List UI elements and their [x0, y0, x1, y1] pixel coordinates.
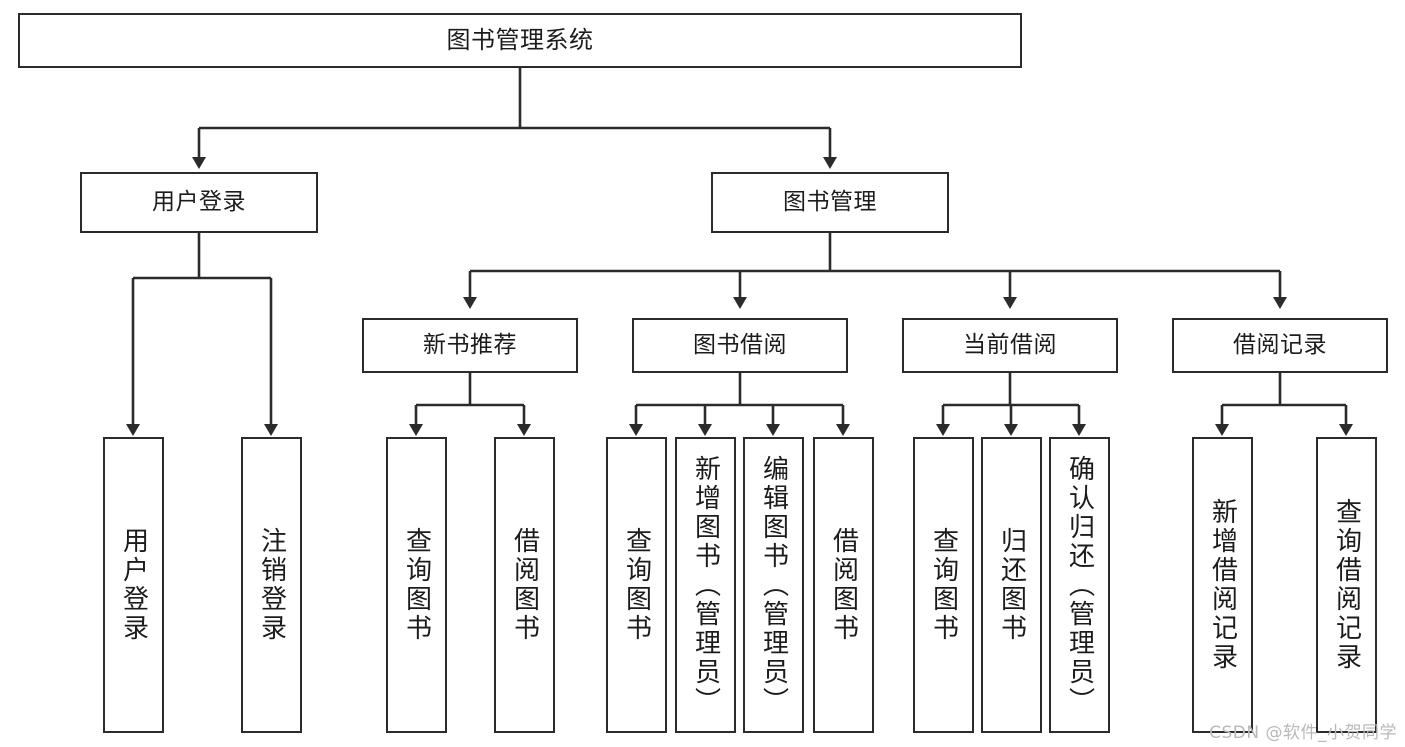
node-user-login[interactable]: 用户登录: [80, 172, 318, 233]
leaf-borrow-borrow-book[interactable]: 借阅图书: [813, 437, 874, 733]
node-label: 借阅记录: [1233, 331, 1327, 358]
leaf-borrow-add-book-admin[interactable]: 新增图书（管理员）: [675, 437, 736, 733]
leaf-user-login[interactable]: 用户登录: [103, 437, 164, 733]
node-label: 当前借阅: [963, 331, 1057, 358]
node-label: 用户登录: [118, 527, 149, 643]
node-label: 新书推荐: [423, 331, 517, 358]
node-label: 查询图书: [928, 527, 959, 643]
node-book-management[interactable]: 图书管理: [711, 172, 949, 233]
leaf-current-query-book[interactable]: 查询图书: [913, 437, 974, 733]
leaf-current-return-book[interactable]: 归还图书: [981, 437, 1042, 733]
node-label: 图书管理系统: [446, 26, 594, 55]
leaf-new-book-query[interactable]: 查询图书: [386, 437, 447, 733]
node-label: 借阅图书: [828, 527, 859, 643]
node-label: 新增图书（管理员）: [690, 454, 721, 716]
leaf-borrow-edit-book-admin[interactable]: 编辑图书（管理员）: [743, 437, 804, 733]
csdn-watermark: CSDN @软件_小贺同学: [1209, 723, 1397, 743]
node-label: 查询图书: [401, 527, 432, 643]
node-label: 查询图书: [621, 527, 652, 643]
leaf-current-confirm-return-admin[interactable]: 确认归还（管理员）: [1049, 437, 1110, 733]
node-book-borrowing[interactable]: 图书借阅: [632, 318, 848, 373]
leaf-record-add-borrow-record[interactable]: 新增借阅记录: [1192, 437, 1253, 733]
node-label: 新增借阅记录: [1207, 498, 1238, 672]
node-label: 图书借阅: [693, 331, 787, 358]
node-label: 借阅图书: [509, 527, 540, 643]
leaf-new-book-borrow[interactable]: 借阅图书: [494, 437, 555, 733]
node-new-book-recommendation[interactable]: 新书推荐: [362, 318, 578, 373]
node-label: 编辑图书（管理员）: [758, 454, 789, 716]
node-label: 查询借阅记录: [1331, 498, 1362, 672]
leaf-borrow-query-book[interactable]: 查询图书: [606, 437, 667, 733]
node-borrowing-record[interactable]: 借阅记录: [1172, 318, 1388, 373]
node-root-library-management-system[interactable]: 图书管理系统: [18, 13, 1022, 68]
node-label: 确认归还（管理员）: [1064, 454, 1095, 716]
node-label: 图书管理: [783, 188, 877, 215]
node-label: 注销登录: [256, 527, 287, 643]
node-label: 归还图书: [996, 527, 1027, 643]
leaf-record-query-borrow-record[interactable]: 查询借阅记录: [1316, 437, 1377, 733]
node-current-borrowing[interactable]: 当前借阅: [902, 318, 1118, 373]
node-label: 用户登录: [152, 188, 246, 215]
leaf-logout[interactable]: 注销登录: [241, 437, 302, 733]
